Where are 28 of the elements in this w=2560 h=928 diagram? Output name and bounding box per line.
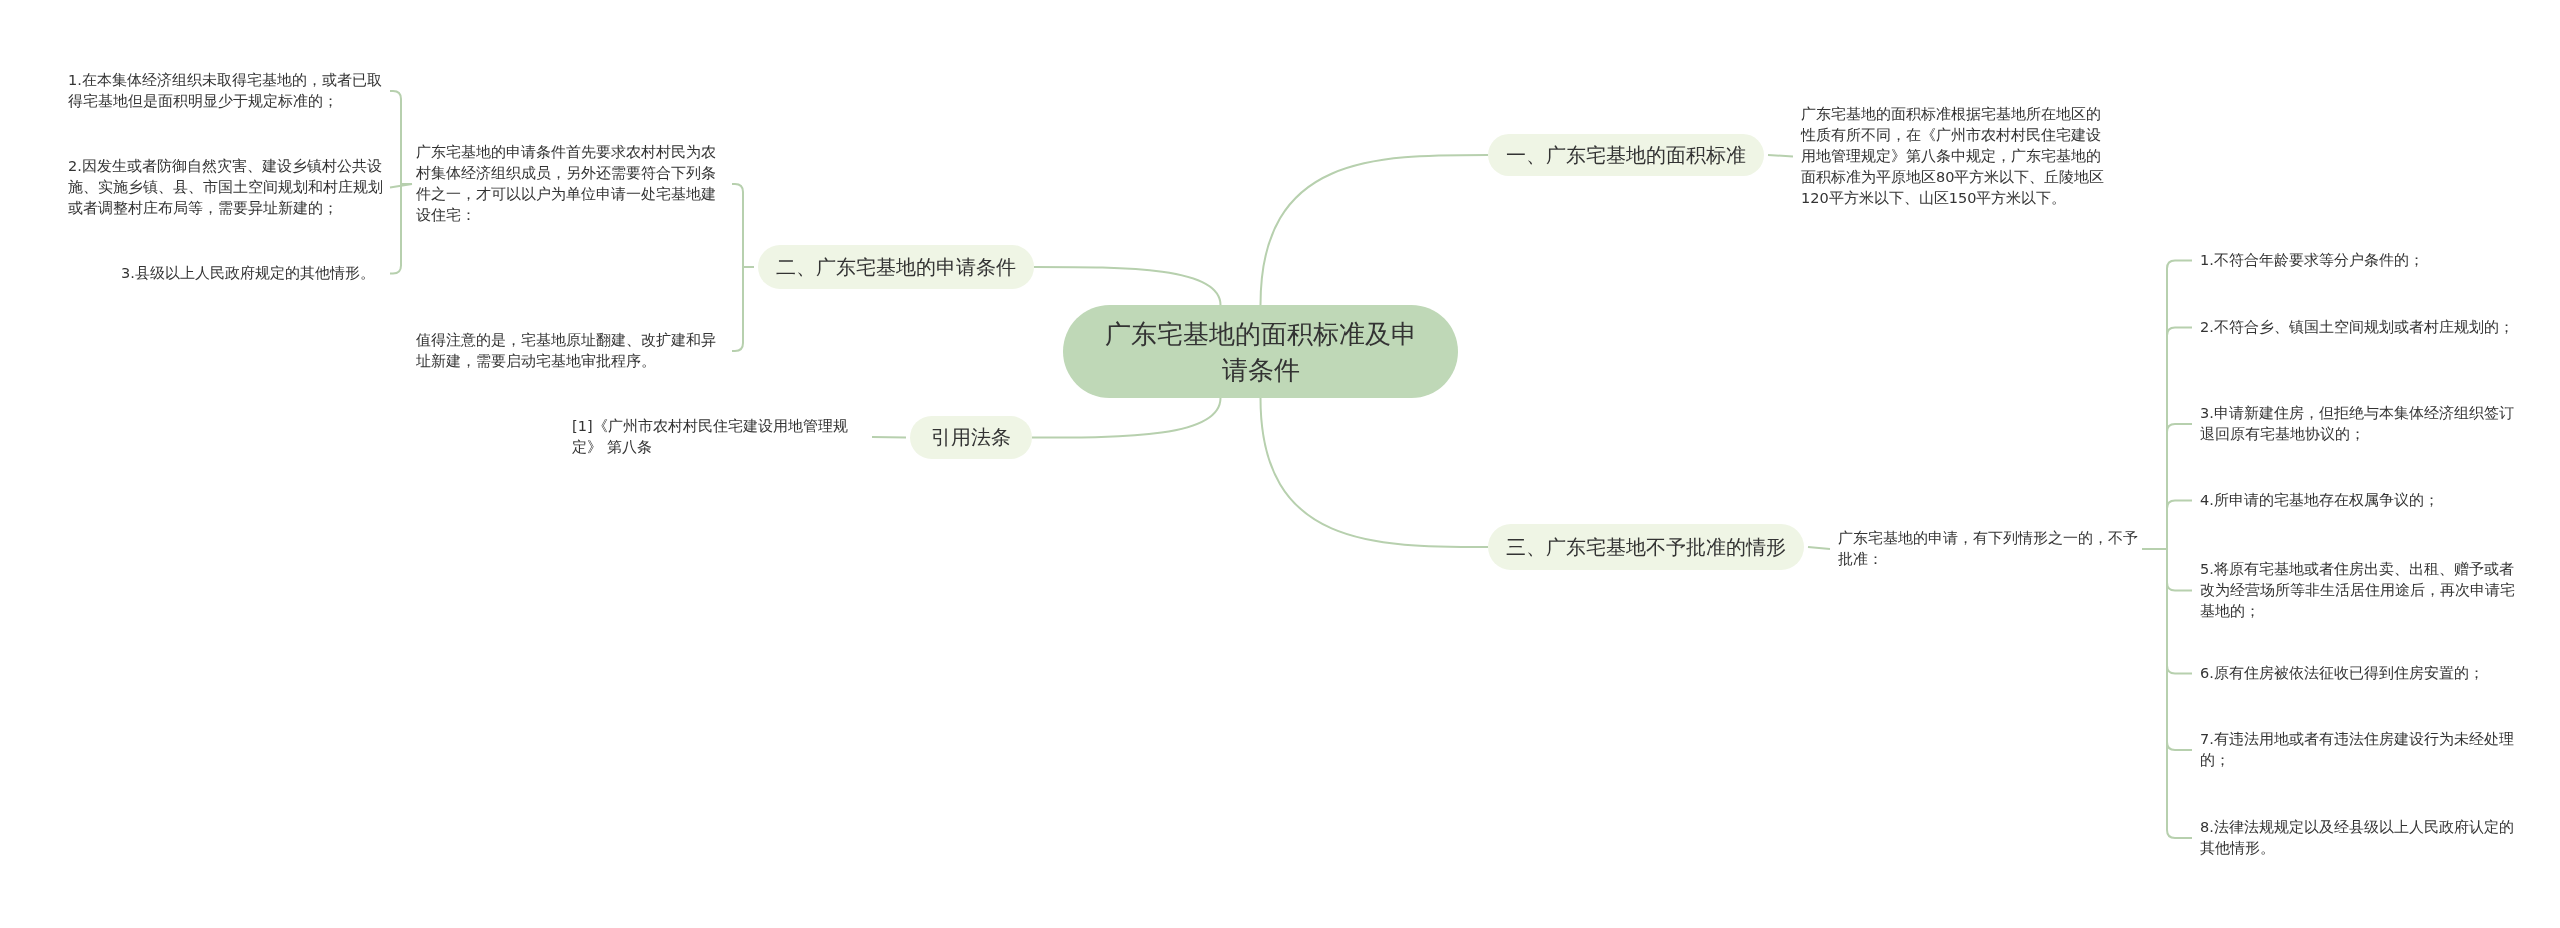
note-text: 值得注意的是，宅基地原址翻建、改扩建和异址新建，需要启动宅基地审批程序。	[416, 330, 728, 372]
note-text: 广东宅基地的面积标准根据宅基地所在地区的性质有所不同，在《广州市农村村民住宅建设用地管理规定》第八条中规定，广东宅基地的面积标准为平原地区80平方米以下、丘陵地区120平方米以下、山区150平方米以下。	[1801, 104, 2113, 209]
note-text: 5.将原有宅基地或者住房出卖、出租、赠予或者改为经营场所等非生活居住用途后，再次申请宅基地的；	[2200, 559, 2520, 622]
note-text: 3.申请新建住房，但拒绝与本集体经济组织签订退回原有宅基地协议的；	[2200, 403, 2520, 445]
note-text: 广东宅基地的申请，有下列情形之一的，不予批准：	[1838, 528, 2138, 570]
note-text: 广东宅基地的申请条件首先要求农村村民为农村集体经济组织成员，另外还需要符合下列条件之一，才可以以户为单位申请一处宅基地建设住宅：	[416, 142, 728, 226]
note-text: 6.原有住房被依法征收已得到住房安置的；	[2200, 663, 2520, 684]
connector-line	[1259, 397, 1489, 548]
note-text: 3.县级以上人民政府规定的其他情形。	[121, 263, 386, 284]
connector-line	[1033, 266, 1222, 306]
note-text: 1.不符合年龄要求等分户条件的；	[2200, 250, 2520, 271]
note-text: 2.不符合乡、镇国土空间规划或者村庄规划的；	[2200, 317, 2520, 338]
note-text: 1.在本集体经济组织未取得宅基地的，或者已取得宅基地但是面积明显少于规定标准的；	[68, 70, 386, 112]
connector-line	[1767, 154, 1794, 158]
connector-line	[1031, 397, 1222, 439]
connector-line	[1259, 154, 1489, 306]
topic-box: 三、广东宅基地不予批准的情形	[1488, 524, 1804, 570]
topic-box: 引用法条	[910, 416, 1032, 459]
connector-line	[871, 436, 907, 439]
note-text: 7.有违法用地或者有违法住房建设行为未经处理的；	[2200, 729, 2520, 771]
note-text: 8.法律法规规定以及经县级以上人民政府认定的其他情形。	[2200, 817, 2520, 859]
topic-box: 一、广东宅基地的面积标准	[1488, 134, 1764, 176]
connector-line	[1807, 546, 1831, 550]
topic-box: 二、广东宅基地的申请条件	[758, 245, 1034, 289]
note-text: 2.因发生或者防御自然灾害、建设乡镇村公共设施、实施乡镇、县、市国土空间规划和村庄规划或者调整村庄布局等，需要异址新建的；	[68, 156, 386, 219]
central-topic: 广东宅基地的面积标准及申请条件	[1063, 305, 1458, 398]
note-text: 4.所申请的宅基地存在权属争议的；	[2200, 490, 2520, 511]
note-text: [1]《广州市农村村民住宅建设用地管理规定》 第八条	[572, 416, 868, 458]
